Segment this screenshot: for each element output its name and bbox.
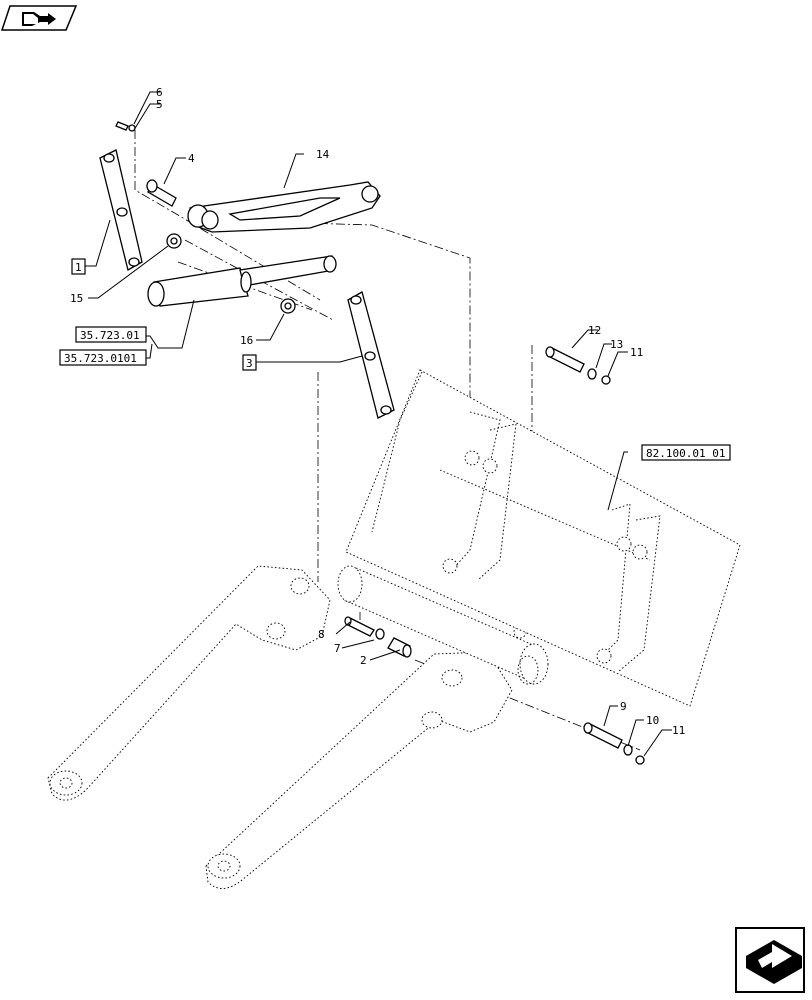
callout-12: 12 <box>588 324 601 337</box>
ref-box-1[interactable]: 1 <box>71 258 86 275</box>
leader-lines <box>84 91 672 757</box>
pin-part-9 <box>583 722 623 749</box>
bushing-part-16 <box>280 298 296 314</box>
bushing-part-15 <box>166 233 182 249</box>
hydraulic-cylinder <box>147 255 337 307</box>
callout-6: 6 <box>156 86 163 99</box>
callout-7: 7 <box>334 642 341 655</box>
callout-14: 14 <box>316 148 330 161</box>
callout-15: 15 <box>70 292 83 305</box>
callout-11-upper: 11 <box>630 346 643 359</box>
ref-box-82-100-01-01[interactable]: 82.100.01 01 <box>641 444 731 461</box>
pin-part-8 <box>344 616 385 640</box>
loader-arm-left <box>47 565 331 801</box>
callout-labels: 6 5 4 14 15 16 12 13 11 8 7 2 9 10 11 <box>70 86 685 737</box>
svg-text:35.723.01: 35.723.01 <box>80 329 140 342</box>
ring-part-10 <box>623 744 633 756</box>
svg-text:1: 1 <box>75 261 82 274</box>
svg-text:3: 3 <box>246 357 253 370</box>
pin-part-4 <box>146 179 177 207</box>
bolt-part-11-lower <box>635 755 645 765</box>
callout-13: 13 <box>610 338 623 351</box>
callout-2: 2 <box>360 654 367 667</box>
screw-part-6 <box>115 121 136 132</box>
callout-9: 9 <box>620 700 627 713</box>
ring-part-13 <box>587 368 597 380</box>
ref-box-35-723-01[interactable]: 35.723.01 <box>75 326 147 343</box>
callout-16: 16 <box>240 334 253 347</box>
svg-text:82.100.01 01: 82.100.01 01 <box>646 447 725 460</box>
callout-8: 8 <box>318 628 325 641</box>
callout-11-lower: 11 <box>672 724 685 737</box>
callout-4: 4 <box>188 152 195 165</box>
pin-part-12 <box>545 346 585 373</box>
ref-box-35-723-0101[interactable]: 35.723.0101 <box>59 349 147 366</box>
plate-part-3 <box>347 291 395 419</box>
callout-5: 5 <box>156 98 163 111</box>
bolt-part-11-upper <box>601 375 611 385</box>
svg-text:35.723.0101: 35.723.0101 <box>64 352 137 365</box>
link-arm-part-14 <box>187 181 381 233</box>
ref-box-3[interactable]: 3 <box>242 354 257 371</box>
pin-part-2 <box>387 637 412 658</box>
next-page-arrow-icon[interactable] <box>735 927 805 993</box>
book-arrow-icon[interactable] <box>0 5 78 31</box>
plate-part-1 <box>99 149 143 271</box>
callout-10: 10 <box>646 714 659 727</box>
attachment-frame <box>345 369 741 707</box>
loader-arm-right <box>205 651 513 889</box>
